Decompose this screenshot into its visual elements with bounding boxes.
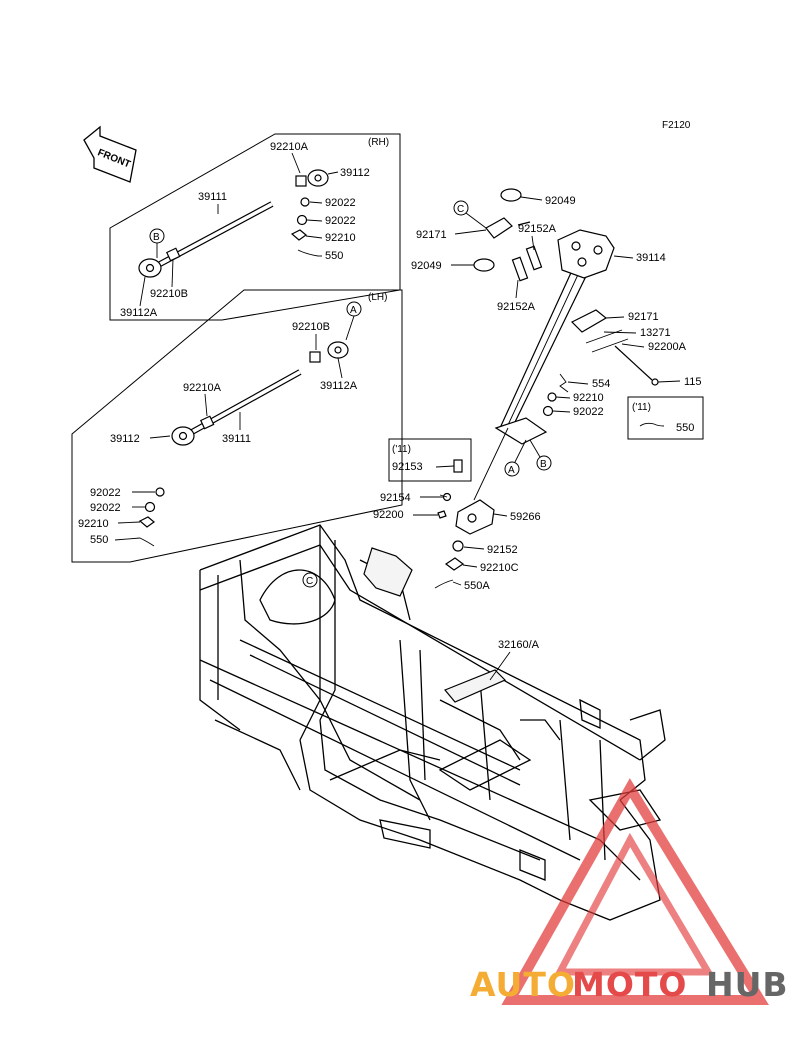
label-39112-lh: 39112 xyxy=(110,433,140,445)
automotohub-logo: AUTO MOTO HUB xyxy=(470,778,789,1005)
label-92210A-rh: 92210A xyxy=(270,141,309,153)
label-92210B-rh: 92210B xyxy=(150,288,188,300)
label-92152A-mid: 92152A xyxy=(497,301,536,313)
label-92210B-lh: 92210B xyxy=(292,321,330,333)
label-32160A: 32160/A xyxy=(498,639,540,651)
label-92210-rh: 92210 xyxy=(325,232,356,244)
diagram-code: F2120 xyxy=(662,120,691,131)
year-tag-92153: ('11) xyxy=(392,444,411,455)
label-550-box: 550 xyxy=(676,422,694,434)
label-550-lh: 550 xyxy=(90,534,108,546)
label-92022-lh-2: 92022 xyxy=(90,502,121,514)
label-39112-rh: 39112 xyxy=(340,167,370,179)
label-554: 554 xyxy=(592,378,610,390)
label-39114: 39114 xyxy=(636,252,666,264)
callout-a-lh-letter: A xyxy=(350,305,357,316)
lh-group-label: (LH) xyxy=(368,292,387,303)
year-box-550 xyxy=(627,396,704,440)
front-arrow-icon: FRONT xyxy=(83,125,137,183)
label-92049-top: 92049 xyxy=(545,195,576,207)
label-92210A-lh: 92210A xyxy=(183,382,222,394)
year-tag-550: ('11) xyxy=(632,402,651,413)
callout-a-column xyxy=(504,461,520,477)
label-92022-rh-2: 92022 xyxy=(325,215,356,227)
label-550A: 550A xyxy=(464,580,490,592)
label-115: 115 xyxy=(684,376,702,388)
rh-tie-rod xyxy=(138,169,329,278)
label-92200: 92200 xyxy=(373,509,404,521)
label-39112A-lh: 39112A xyxy=(320,380,358,392)
label-39111-rh: 39111 xyxy=(198,191,227,203)
callout-c-column-letter: C xyxy=(457,204,464,215)
label-92210-column: 92210 xyxy=(573,392,604,404)
callout-a-column-letter: A xyxy=(508,465,515,476)
callout-b-rh-letter: B xyxy=(153,232,160,243)
label-92171-mid: 92171 xyxy=(628,311,659,323)
label-92152: 92152 xyxy=(487,544,518,556)
callout-b-column-letter: B xyxy=(540,459,547,470)
steering-column xyxy=(434,188,659,589)
label-550-rh: 550 xyxy=(325,250,343,262)
main-frame xyxy=(199,524,666,921)
callout-c-frame xyxy=(302,572,318,588)
callout-c-column xyxy=(453,200,469,216)
label-13271: 13271 xyxy=(640,327,671,339)
label-39111-lh: 39111 xyxy=(222,433,251,445)
label-92022-column: 92022 xyxy=(573,406,604,418)
label-92210-lh: 92210 xyxy=(78,518,109,530)
callout-b-column xyxy=(536,455,552,471)
label-39112A-rh: 39112A xyxy=(120,307,158,319)
callout-c-frame-letter: C xyxy=(306,576,313,587)
label-92154: 92154 xyxy=(380,492,411,504)
logo-hub: HUB xyxy=(706,965,789,1004)
year-box-92153 xyxy=(388,438,472,482)
label-92171-top: 92171 xyxy=(416,229,447,241)
rh-group-box xyxy=(109,133,401,321)
logo-moto: MOTO xyxy=(572,965,687,1004)
label-92200A: 92200A xyxy=(648,341,687,353)
lh-tie-rod xyxy=(138,341,349,547)
rh-group-label: (RH) xyxy=(368,137,389,148)
label-92153: 92153 xyxy=(392,461,423,473)
label-92152A-top: 92152A xyxy=(518,223,557,235)
label-92210C: 92210C xyxy=(480,562,519,574)
lh-group-box xyxy=(71,289,403,563)
label-59266: 59266 xyxy=(510,511,541,523)
logo-auto: AUTO xyxy=(470,965,576,1004)
label-92022-lh-1: 92022 xyxy=(90,487,121,499)
label-92022-rh-1: 92022 xyxy=(325,197,356,209)
label-92049-mid: 92049 xyxy=(411,260,442,272)
